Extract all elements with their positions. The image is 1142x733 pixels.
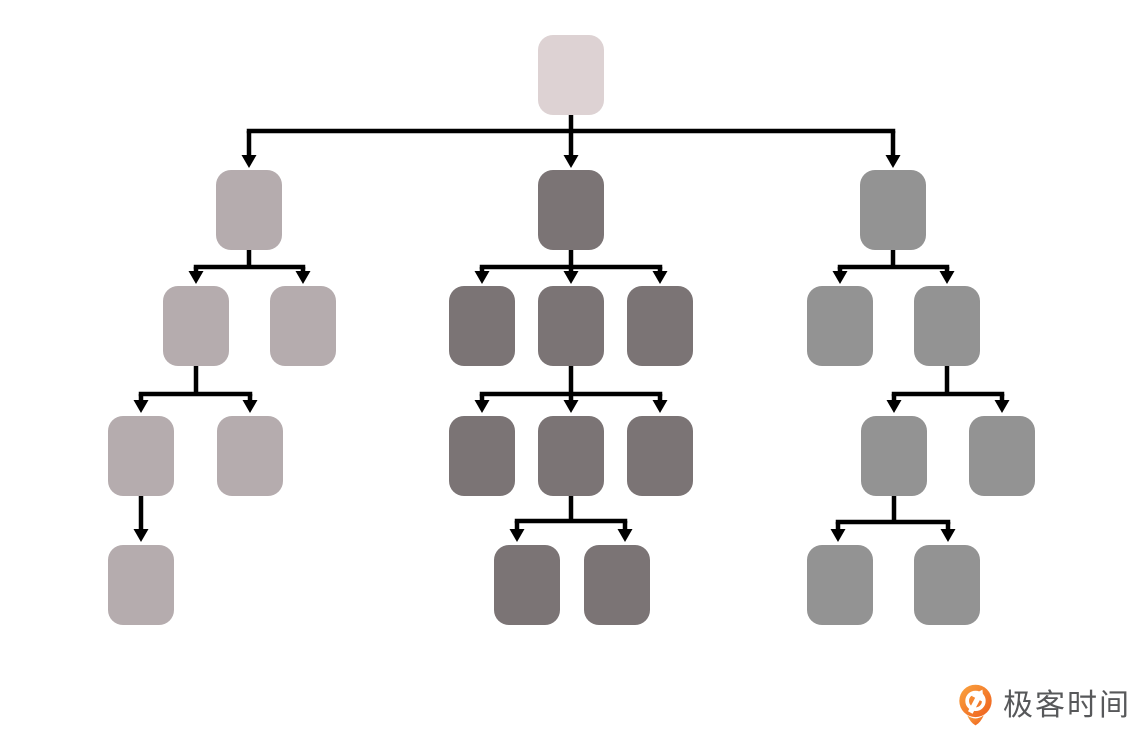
tree-node-middle-2c — [627, 286, 693, 366]
tree-node-right-4a — [807, 545, 873, 625]
ring-glyph — [965, 690, 986, 712]
tree-node-left-4a — [108, 545, 174, 625]
tree-node-middle-3c — [627, 416, 693, 496]
arrowhead-icon — [133, 529, 149, 542]
geektime-logo-text: 极客时间 — [1003, 688, 1131, 722]
arrowhead-icon — [563, 271, 579, 284]
tree-node-left-3a — [108, 416, 174, 496]
arrowhead-icon — [133, 400, 149, 413]
geektime-pin-icon — [959, 684, 992, 726]
tree-node-right-2a — [807, 286, 873, 366]
tree-node-left-2a — [163, 286, 229, 366]
tree-node-right-3b — [969, 416, 1035, 496]
tree-node-left-2b — [270, 286, 336, 366]
arrowhead-icon — [563, 400, 579, 413]
arrowhead-icon — [509, 529, 525, 542]
arrowhead-icon — [241, 155, 257, 168]
tree-node-l1-middle — [538, 170, 604, 250]
arrowhead-icon — [885, 155, 901, 168]
arrowhead-icon — [830, 529, 846, 542]
tree-node-middle-2b — [538, 286, 604, 366]
arrowhead-icon — [474, 271, 490, 284]
tree-node-l1-left — [216, 170, 282, 250]
tree-node-l1-right — [860, 170, 926, 250]
arrowhead-icon — [939, 271, 955, 284]
arrowhead-icon — [652, 271, 668, 284]
tree-node-right-2b — [914, 286, 980, 366]
tree-node-middle-4a — [494, 545, 560, 625]
tree-node-right-3a — [861, 416, 927, 496]
arrowhead-icon — [563, 155, 579, 168]
arrowhead-icon — [474, 400, 490, 413]
arrowhead-icon — [832, 271, 848, 284]
tree-node-left-3b — [217, 416, 283, 496]
arrowhead-icon — [617, 529, 633, 542]
pin-tail — [967, 715, 984, 726]
tree-node-middle-2a — [449, 286, 515, 366]
arrowhead-icon — [188, 271, 204, 284]
tree-node-right-4b — [914, 545, 980, 625]
tree-node-middle-3a — [449, 416, 515, 496]
arrowhead-icon — [994, 400, 1010, 413]
arrowhead-icon — [295, 271, 311, 284]
arrowhead-icon — [940, 529, 956, 542]
tree-node-root — [538, 35, 604, 115]
arrow-glyph — [968, 689, 984, 714]
tree-node-middle-4b — [584, 545, 650, 625]
arrowhead-icon — [886, 400, 902, 413]
arrowhead-icon — [652, 400, 668, 413]
arrowhead-icon — [242, 400, 258, 413]
tree-node-middle-3b — [538, 416, 604, 496]
geektime-logo: 极客时间 — [957, 683, 1131, 728]
